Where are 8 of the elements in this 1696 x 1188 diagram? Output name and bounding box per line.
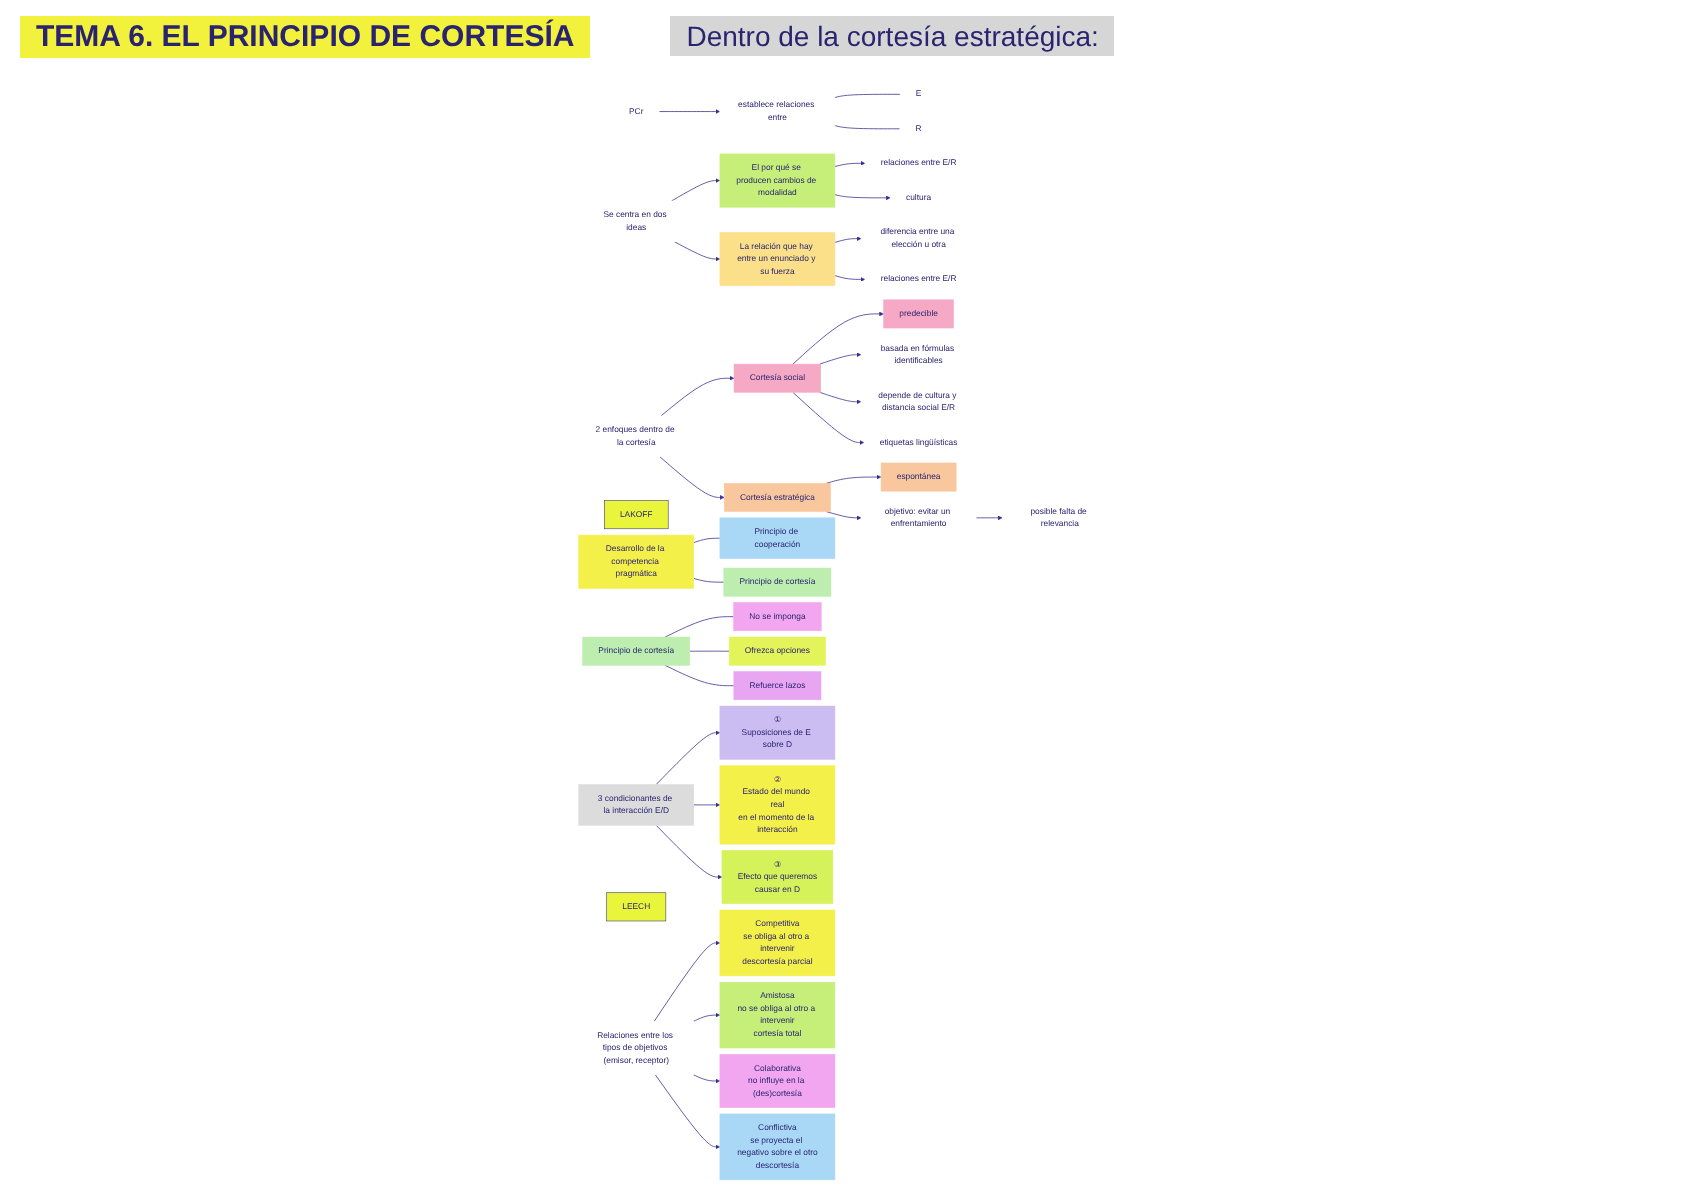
connector <box>834 125 901 130</box>
connector <box>664 616 734 638</box>
title: TEMA 6. EL PRINCIPIO DE CORTESÍA <box>20 15 591 57</box>
section-heading: Dentro de la cortesía estratégica: <box>670 16 1115 56</box>
connector <box>693 537 721 543</box>
connector <box>834 93 901 98</box>
connector <box>664 664 735 687</box>
connector <box>693 578 725 583</box>
